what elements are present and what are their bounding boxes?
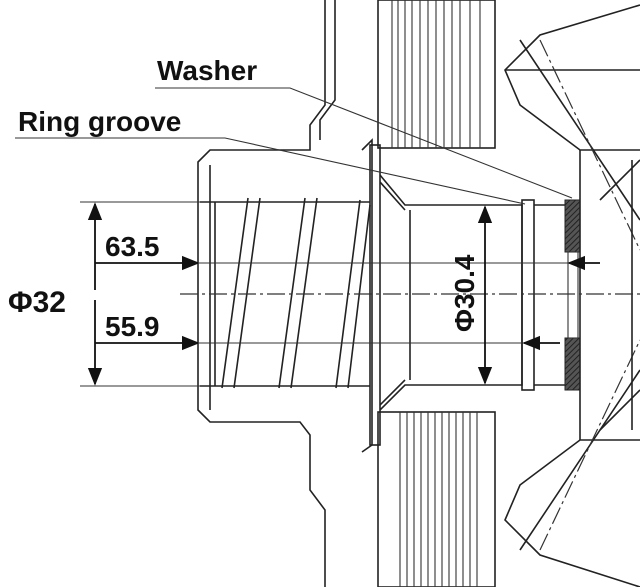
spring [200, 197, 371, 389]
upper-fins [377, 0, 496, 149]
upper-dimension-label: 63.5 [105, 231, 160, 262]
washer [564, 199, 581, 391]
washer-leader [155, 87, 573, 199]
lower-fins [377, 411, 496, 587]
outer-diameter-dimension [80, 201, 200, 387]
outer-diameter-label: Φ32 [8, 286, 66, 319]
ring-groove-label: Ring groove [18, 106, 181, 137]
lower-dimension-label: 55.9 [105, 311, 160, 342]
housing-outline [197, 0, 336, 587]
washer-label: Washer [157, 55, 257, 86]
ring-groove-leader [15, 137, 526, 205]
right-cone [504, 4, 640, 587]
flange-plate [361, 138, 381, 453]
bore-diameter-label: Φ30.4 [449, 254, 480, 332]
bore [379, 174, 565, 411]
